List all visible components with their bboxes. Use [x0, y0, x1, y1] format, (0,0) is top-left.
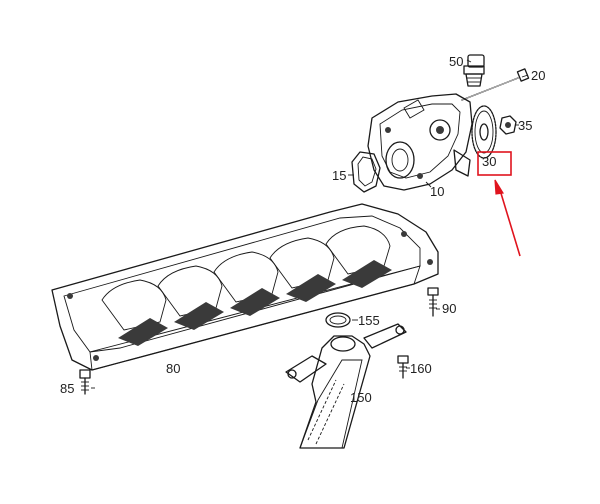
label-20: 20: [531, 68, 545, 83]
drive-gear-part: [471, 105, 497, 159]
label-155: 155: [358, 313, 380, 328]
label-10: 10: [430, 184, 444, 199]
label-160: 160: [410, 361, 432, 376]
label-30: 30: [482, 154, 496, 169]
oil-pickup-part: [285, 323, 407, 449]
screw-left-part: [79, 369, 91, 395]
screw-right-part: [427, 287, 439, 317]
screw-pickup-part: [397, 355, 409, 379]
label-150: 150: [350, 390, 372, 405]
highlight-box-30: [477, 151, 512, 176]
oil-sender-part: [463, 54, 485, 87]
long-bolt-part: [461, 68, 530, 101]
label-35: 35: [518, 118, 532, 133]
o-ring-part: [325, 312, 351, 328]
leader-lines: [91, 59, 529, 389]
label-50: 50: [449, 54, 463, 69]
gasket-part: [351, 151, 381, 193]
label-80: 80: [166, 361, 180, 376]
oil-pan-frame-bays: [67, 225, 433, 361]
oil-pan-frame-part: [51, 203, 439, 371]
oil-pump-part: [367, 93, 473, 191]
label-15: 15: [332, 168, 346, 183]
label-85: 85: [60, 381, 74, 396]
red-arrow: [494, 179, 521, 257]
label-90: 90: [442, 301, 456, 316]
gear-nut-part: [499, 115, 517, 135]
